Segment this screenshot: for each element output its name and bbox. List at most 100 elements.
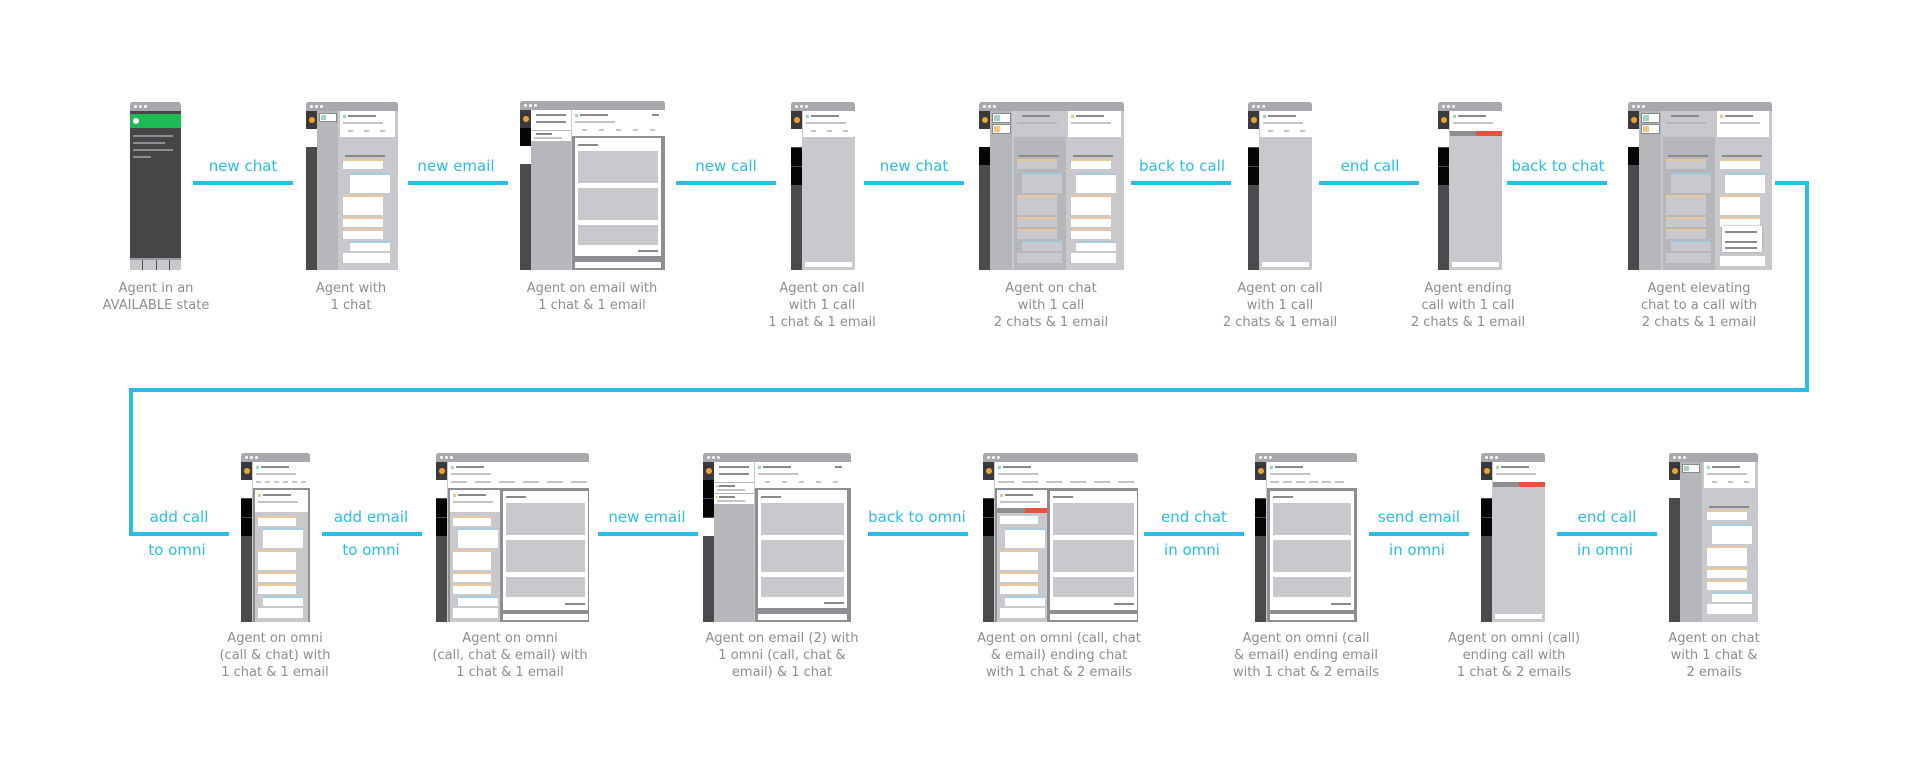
state-thumbnail-call-ending <box>1438 102 1502 270</box>
window-controls-icon <box>134 105 149 124</box>
window-controls-icon <box>795 105 810 124</box>
window-controls-icon <box>987 456 1002 475</box>
agent-avatar-icon <box>1441 117 1447 123</box>
state-caption: Agent on chat with 1 chat & 2 emails <box>1668 631 1760 680</box>
state-caption: Agent on omni (call) ending call with 1 … <box>1447 631 1581 680</box>
transition-label: send email <box>1377 508 1461 526</box>
window-controls-icon <box>1442 105 1457 124</box>
window-controls-icon <box>983 105 998 124</box>
connector-wrap-v2 <box>129 388 133 536</box>
elevate-popup <box>1722 226 1762 252</box>
state-caption: Agent on omni (call & email) ending emai… <box>1233 631 1379 680</box>
connector-s9-s10 <box>322 532 422 536</box>
end-call-bar <box>1493 482 1545 487</box>
connector-s6-s7 <box>1319 181 1419 185</box>
end-call-bar <box>1450 131 1502 136</box>
agent-avatar-icon <box>244 468 250 474</box>
window-controls-icon <box>440 456 455 475</box>
state-caption: Agent on email with 1 chat & 1 email <box>526 281 658 313</box>
transition-label: add email <box>333 508 409 526</box>
end-chat-bar <box>997 508 1047 513</box>
window-controls-icon <box>1673 456 1688 475</box>
transition-label: new email <box>608 508 686 526</box>
agent-avatar-icon <box>1251 117 1257 123</box>
connector-wrap-v1 <box>1805 181 1809 392</box>
agent-avatar-icon <box>1631 117 1637 123</box>
bottom-tab-bar <box>130 258 181 270</box>
connector-wrap-h1 <box>1775 181 1809 185</box>
agent-avatar-icon <box>794 117 800 123</box>
state-thumbnail-omni-call-email <box>1255 453 1357 622</box>
state-caption: Agent on omni (call, chat & email) endin… <box>977 631 1141 680</box>
transition-sublabel: in omni <box>1389 541 1445 559</box>
agent-avatar-icon <box>309 117 315 123</box>
window-controls-icon <box>524 104 539 123</box>
connector-s5-s6 <box>1131 181 1231 185</box>
transition-label: new email <box>417 157 495 175</box>
agent-avatar-icon <box>523 116 529 122</box>
state-thumbnail-available <box>130 102 181 270</box>
state-thumbnail-chat <box>306 102 398 270</box>
agent-avatar-icon <box>1258 468 1264 474</box>
transition-label: end call <box>1577 508 1637 526</box>
state-thumbnail-chat <box>1669 453 1758 622</box>
state-caption: Agent ending call with 1 call 2 chats & … <box>1410 281 1526 330</box>
agent-avatar-icon <box>1484 468 1490 474</box>
state-caption: Agent on email (2) with 1 omni (call, ch… <box>705 631 859 680</box>
connector-s13-s14 <box>1369 532 1469 536</box>
transition-sublabel: in omni <box>1577 541 1633 559</box>
window-controls-icon <box>310 105 325 124</box>
state-thumbnail-omni-ending-chat <box>983 453 1138 622</box>
state-caption: Agent on omni (call & chat) with 1 chat … <box>219 631 331 680</box>
connector-s1-s2 <box>193 181 293 185</box>
available-status-bar <box>130 114 181 128</box>
transition-sublabel: to omni <box>148 541 206 559</box>
state-caption: Agent on call with 1 call 2 chats & 1 em… <box>1222 281 1338 330</box>
connector-s2-s3 <box>408 181 508 185</box>
transition-label: new chat <box>208 157 278 175</box>
transition-label: back to omni <box>868 508 966 526</box>
state-thumbnail-omni-full <box>436 453 589 622</box>
window-controls-icon <box>245 456 260 475</box>
state-caption: Agent on omni (call, chat & email) with … <box>432 631 588 680</box>
transition-label: new chat <box>879 157 949 175</box>
transition-label: end chat <box>1161 508 1227 526</box>
window-controls-icon <box>1485 456 1500 475</box>
agent-avatar-icon <box>706 468 712 474</box>
connector-wrap-h2 <box>129 388 1809 392</box>
connector-s12-s13 <box>1144 532 1244 536</box>
window-controls-icon <box>707 456 722 475</box>
connector-s8-s9 <box>129 532 229 536</box>
connector-s10-s11 <box>598 532 698 536</box>
connector-s7-s8 <box>1507 181 1607 185</box>
transition-label: end call <box>1340 157 1400 175</box>
transition-label: back to chat <box>1511 157 1605 175</box>
status-dot-icon <box>133 118 139 124</box>
state-caption: Agent elevating chat to a call with 2 ch… <box>1641 281 1757 330</box>
state-thumbnail-omni-call-ending <box>1481 453 1545 622</box>
connector-s4-s5 <box>864 181 964 185</box>
state-thumbnail-omni-call-chat <box>241 453 310 622</box>
connector-s3-s4 <box>676 181 776 185</box>
state-caption: Agent on call with 1 call 1 chat & 1 ema… <box>768 281 876 330</box>
state-thumbnail-call <box>1248 102 1312 270</box>
state-caption: Agent on chat with 1 call 2 chats & 1 em… <box>993 281 1109 330</box>
window-controls-icon <box>1632 105 1647 124</box>
window-controls-icon <box>1252 105 1267 124</box>
window-controls-icon <box>1259 456 1274 475</box>
agent-avatar-icon <box>982 117 988 123</box>
window-titlebar <box>130 102 181 111</box>
transition-label: back to call <box>1138 157 1226 175</box>
transition-label: add call <box>149 508 209 526</box>
agent-avatar-icon <box>986 468 992 474</box>
state-caption: Agent with 1 chat <box>315 281 387 313</box>
state-caption: Agent in an AVAILABLE state <box>102 281 210 313</box>
state-thumbnail-two-chats <box>979 102 1124 270</box>
agent-avatar-icon <box>439 468 445 474</box>
state-thumbnail-two-chats-elevate <box>1628 102 1772 270</box>
connector-s11-s12 <box>868 532 968 536</box>
connector-s14-s15 <box>1557 532 1657 536</box>
state-thumbnail-call <box>791 102 855 270</box>
state-thumbnail-email <box>520 101 665 270</box>
